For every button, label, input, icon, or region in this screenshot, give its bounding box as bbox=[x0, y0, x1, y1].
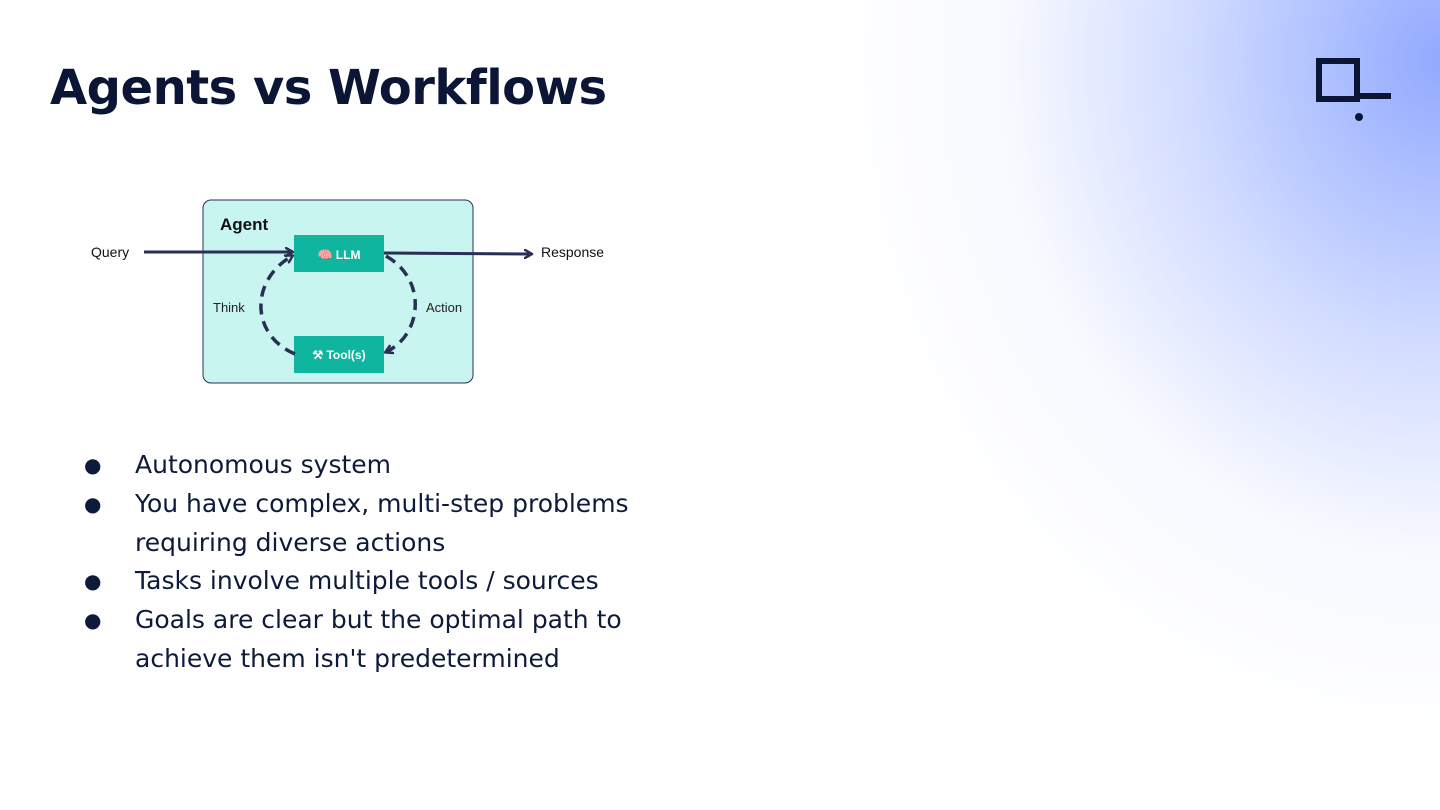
bullet-item: ● You have complex, multi-step problems r… bbox=[84, 485, 684, 563]
action-arc bbox=[386, 254, 417, 352]
bullet-text: Autonomous system bbox=[135, 450, 392, 479]
think-arc bbox=[259, 256, 296, 356]
bullet-dot-icon: ● bbox=[84, 453, 102, 477]
slide-title: Agents vs Workflows bbox=[50, 60, 607, 116]
query-label: Query bbox=[91, 244, 129, 260]
llm-node-label: 🧠 LLM bbox=[318, 248, 361, 262]
brand-logo-icon bbox=[1316, 58, 1391, 121]
bullet-dot-icon: ● bbox=[84, 491, 102, 516]
agent-diagram: Agent Query Response 🧠 LLM ⚒ Tool(s) Thi… bbox=[91, 199, 604, 384]
action-label: Action bbox=[426, 300, 462, 315]
bullet-text: You have complex, multi-step problems re… bbox=[135, 488, 629, 557]
bullet-text: Tasks involve multiple tools / sources bbox=[135, 566, 599, 596]
response-label: Response bbox=[541, 244, 604, 260]
response-arrow bbox=[383, 253, 531, 254]
llm-node bbox=[294, 235, 384, 272]
tools-node bbox=[294, 336, 384, 373]
bullet-item: ● Autonomous system bbox=[84, 446, 684, 485]
bullet-list: ● Autonomous system ● You have complex, mu… bbox=[84, 446, 684, 679]
bullet-text: Goals are clear but the optimal path to … bbox=[135, 605, 622, 673]
agent-box-label: Agent bbox=[220, 215, 269, 234]
bullet-dot-icon: ● bbox=[84, 608, 102, 633]
bullet-item: ● Goals are clear but the optimal path to… bbox=[84, 601, 684, 679]
bullet-dot-icon: ● bbox=[84, 569, 102, 594]
think-label: Think bbox=[213, 300, 245, 315]
tools-node-label: ⚒ Tool(s) bbox=[312, 348, 365, 362]
bullet-item: ● Tasks involve multiple tools / sources bbox=[84, 562, 684, 601]
